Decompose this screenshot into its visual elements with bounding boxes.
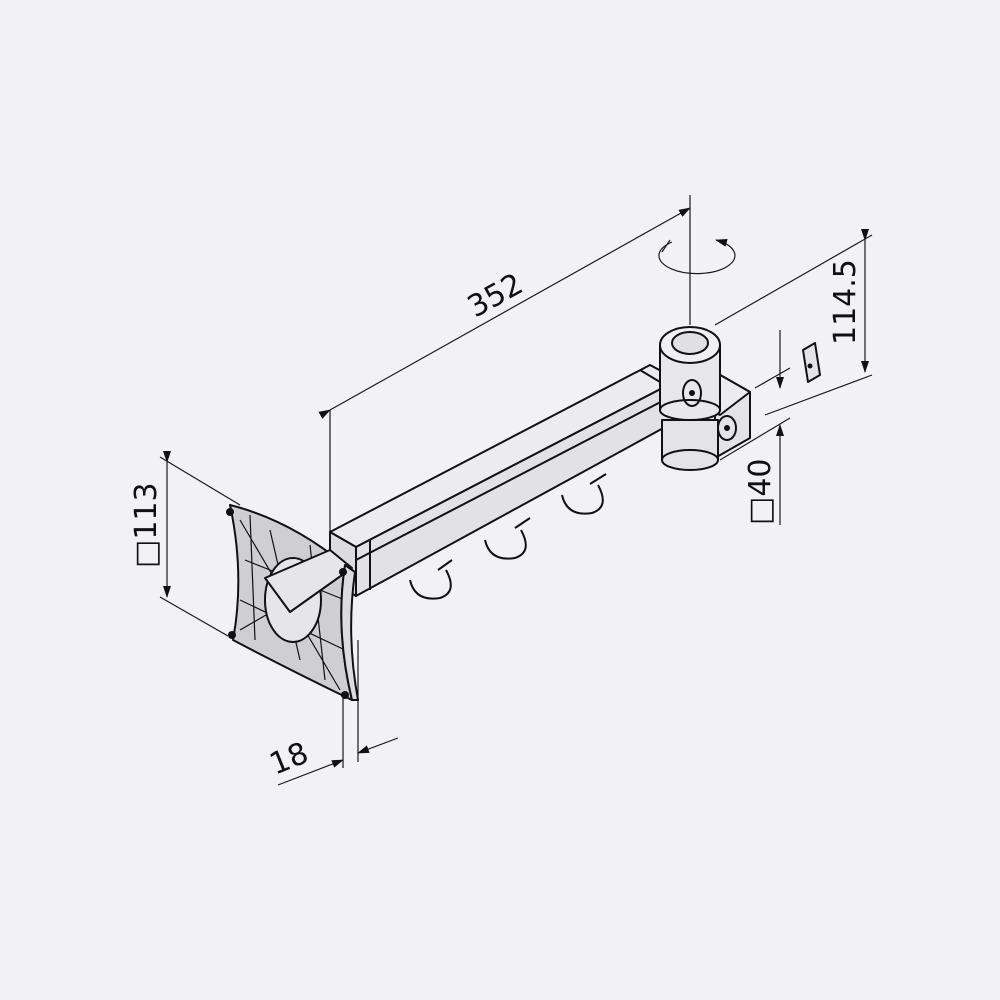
plate-size-label: □113 <box>129 482 164 568</box>
vesa-plate <box>226 504 359 701</box>
slot-nut-icon <box>802 342 821 383</box>
mount-height-label: 114.5 <box>828 259 863 345</box>
arm-tube <box>329 364 679 597</box>
rotation-arrow-icon <box>658 239 736 275</box>
dimension-profile-size: □40 <box>719 330 791 525</box>
profile-size-label: □40 <box>743 458 778 525</box>
cable-hooks <box>409 473 607 600</box>
swivel-joint <box>659 326 751 471</box>
plate-thickness-label: 18 <box>265 736 314 783</box>
arm-length-label: 352 <box>462 267 529 325</box>
dimension-plate-size: □113 <box>129 451 241 637</box>
dimension-mount-height: 114.5 <box>714 229 873 416</box>
